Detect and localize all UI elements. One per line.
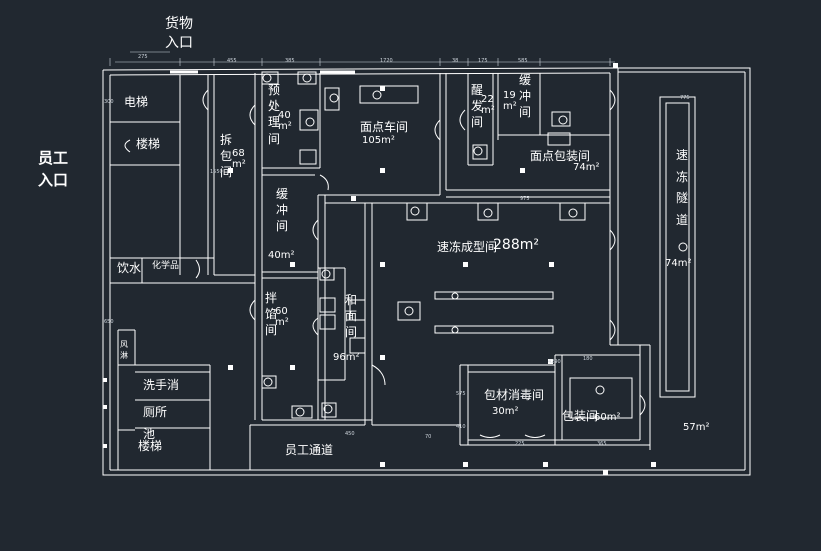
dimension-label: 38 bbox=[452, 58, 459, 64]
staff-entrance-label: 员工入口 bbox=[38, 149, 69, 189]
dough-area-label: 96m² bbox=[333, 352, 360, 363]
mixing-area-label: 60 m² bbox=[275, 306, 289, 328]
pastry-area-label: 105m² bbox=[362, 135, 395, 146]
stairs-bottom-label: 楼梯 bbox=[138, 439, 163, 453]
quick-freeze-label: 速冻成型间 bbox=[437, 240, 498, 254]
elevator-label: 电梯 bbox=[124, 95, 149, 109]
tunnel-area-label: 74m² bbox=[665, 258, 692, 269]
dimension-label: 585 bbox=[518, 58, 528, 64]
buffer-right-area-label: 19 m² bbox=[503, 90, 517, 112]
dimension-label: 385 bbox=[285, 58, 295, 64]
preprocess-room-label: 预处理间 bbox=[267, 83, 280, 146]
dimension-label: 175 bbox=[478, 58, 488, 64]
quick-freeze-tunnel-outline bbox=[659, 96, 696, 398]
quick-freeze-area-label: 288m² bbox=[493, 237, 539, 253]
hand-wash-label: 洗手消 bbox=[143, 378, 180, 392]
pastry-packing-area-label: 74m² bbox=[573, 162, 600, 173]
mixing-room-label: 拌馅间 bbox=[264, 291, 277, 338]
dimension-label: 365 bbox=[597, 441, 607, 447]
corner-area-label: 57m² bbox=[683, 422, 710, 433]
packing-area-label: 60m² bbox=[594, 412, 621, 423]
packing-room-label: 包装间 bbox=[562, 409, 599, 423]
dimension-label: 650 bbox=[104, 319, 114, 325]
dimension-label: 4290 bbox=[548, 359, 561, 365]
preprocess-area-label: 40 m² bbox=[278, 110, 292, 132]
fermentation-area-label: 22 m² bbox=[481, 94, 495, 116]
disinfection-pool-label: 池 bbox=[143, 427, 156, 441]
fermentation-room-label: 醒发间 bbox=[470, 83, 483, 130]
dimension-label: 275 bbox=[138, 54, 148, 60]
dimension-label: 410 bbox=[456, 424, 466, 430]
dimension-label: 455 bbox=[227, 58, 237, 64]
staff-corridor-label: 员工通道 bbox=[285, 443, 334, 457]
dimension-label: 450 bbox=[345, 431, 355, 437]
dimension-label: 775 bbox=[680, 95, 690, 101]
dough-room-label: 和面间 bbox=[344, 293, 357, 340]
dimension-label: 225 bbox=[515, 441, 525, 447]
dimension-label: 70 bbox=[425, 434, 432, 440]
stairs-top-label: 楼梯 bbox=[136, 137, 161, 151]
unpack-room-label: 拆包间 bbox=[219, 133, 232, 180]
packing-disinfection-label: 包材消毒间 bbox=[484, 388, 545, 402]
pastry-packing-label: 面点包装间 bbox=[530, 149, 591, 163]
dimension-label: 575 bbox=[456, 391, 466, 397]
dimension-label: 300 bbox=[104, 99, 114, 105]
toilet-label: 厕所 bbox=[143, 405, 168, 419]
dimension-label: 1720 bbox=[380, 58, 393, 64]
pastry-workshop-label: 面点车间 bbox=[360, 120, 409, 134]
air-shower-label: 风淋 bbox=[120, 340, 128, 360]
buffer-right-label: 缓冲间 bbox=[518, 73, 531, 120]
chemicals-label: 化学品 bbox=[152, 261, 180, 271]
dimension-label: 975 bbox=[520, 196, 530, 202]
buffer-left-label: 缓冲间 bbox=[275, 187, 288, 234]
cargo-entrance-label: 货物入口 bbox=[165, 16, 193, 51]
outer-wall bbox=[102, 67, 751, 476]
drinking-water-label: 饮水 bbox=[117, 261, 142, 275]
buffer-left-area-label: 40m² bbox=[268, 250, 295, 261]
disinfection-area-label: 30m² bbox=[492, 406, 519, 417]
unpack-area-label: 68 m² bbox=[232, 148, 246, 170]
dimension-label: 1550 bbox=[210, 169, 223, 175]
quick-freeze-tunnel-label: 速冻隧道 bbox=[675, 148, 688, 227]
dimension-label: 180 bbox=[583, 356, 593, 362]
outer-wall-top bbox=[102, 67, 619, 71]
